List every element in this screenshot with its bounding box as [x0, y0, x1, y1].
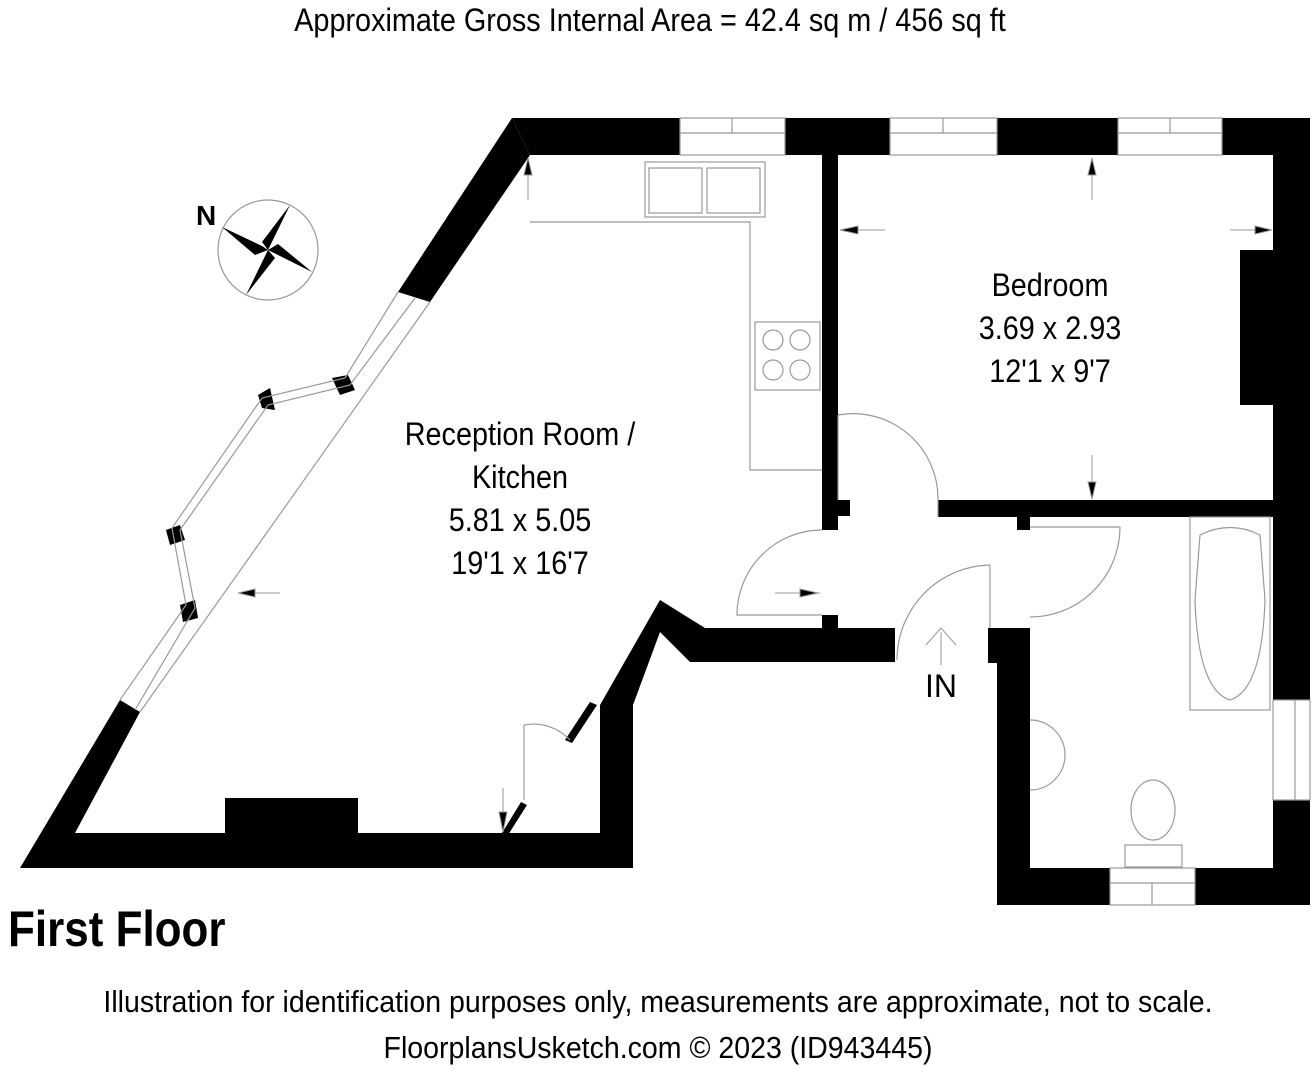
- bathroom-left-wall: [997, 628, 1030, 905]
- gross-area-title: Approximate Gross Internal Area = 42.4 s…: [294, 2, 1006, 38]
- sink: [644, 161, 766, 218]
- angled-wall: [600, 600, 895, 705]
- room-size-metric: 5.81 x 5.05: [448, 502, 592, 538]
- entrance-label: IN: [925, 668, 957, 704]
- door-swing: [523, 723, 571, 741]
- door-swing: [736, 529, 823, 616]
- room-name: Bedroom: [991, 267, 1109, 303]
- compass-north-label: N: [196, 200, 217, 231]
- door-swing: [1029, 526, 1121, 618]
- room-size-imperial: 19'1 x 16'7: [451, 545, 589, 581]
- room-size-imperial: 12'1 x 9'7: [989, 353, 1111, 389]
- window: [1272, 699, 1311, 801]
- chimney-breast-bedroom: [1240, 250, 1275, 405]
- chimney-breast-reception: [225, 798, 358, 834]
- walls: [20, 118, 1310, 905]
- room-bedroom: Bedroom 3.69 x 2.93 12'1 x 9'7: [942, 264, 1158, 393]
- room-reception-kitchen: Reception Room / Kitchen 5.81 x 5.05 19'…: [376, 413, 664, 585]
- compass-rose-icon: [222, 205, 312, 295]
- bathroom-bottom-wall: [997, 868, 1110, 905]
- bedroom-bottom-wall: [938, 500, 1273, 517]
- dimension-arrows: [237, 157, 1273, 833]
- door-leaf: [565, 702, 597, 743]
- fixtures: [119, 117, 1311, 906]
- door-leaf-bottom: [502, 802, 527, 835]
- top-wall-reception: [512, 118, 680, 155]
- toilet: [1130, 779, 1176, 841]
- partition-wall: [822, 155, 838, 530]
- basin: [1029, 719, 1066, 791]
- copyright: FloorplansUsketch.com © 2023 (ID943445): [383, 1030, 933, 1065]
- bay-window: [119, 291, 399, 701]
- bath: [1189, 516, 1271, 711]
- disclaimer: Illustration for identification purposes…: [103, 984, 1213, 1019]
- floor-label: First Floor: [8, 901, 226, 957]
- entrance-arrow-icon: [925, 627, 957, 665]
- room-name: Reception Room /: [404, 416, 636, 452]
- left-diagonal-wall-upper: [398, 118, 530, 302]
- top-wall-mid: [785, 118, 890, 155]
- kitchen-counter: [530, 221, 822, 471]
- hob: [754, 321, 821, 391]
- room-size-metric: 3.69 x 2.93: [978, 310, 1122, 346]
- bottom-wall: [20, 700, 633, 868]
- compass-ring: [217, 199, 319, 301]
- room-name-line2: Kitchen: [471, 459, 569, 495]
- door-swing: [837, 413, 939, 517]
- right-wall-upper: [1273, 118, 1310, 700]
- top-wall-bedroom: [997, 118, 1118, 155]
- door-swing: [896, 564, 991, 661]
